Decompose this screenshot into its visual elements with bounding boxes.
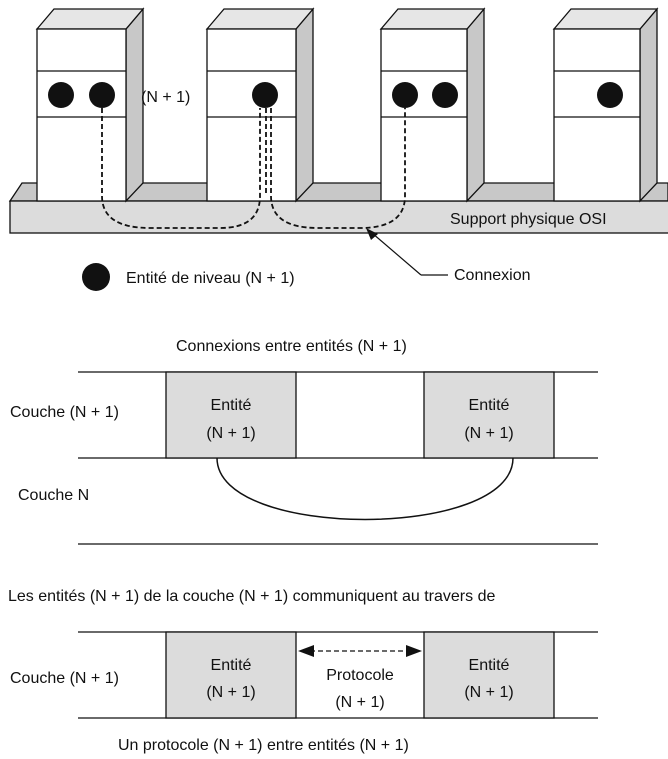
tower-3-entity-b xyxy=(432,82,458,108)
tower-2-front xyxy=(206,28,297,202)
system-tower-4 xyxy=(552,7,659,203)
layer-n-plus-1-label: (N + 1) xyxy=(141,89,190,106)
bottom-entity-right-line2: (N + 1) xyxy=(464,684,513,701)
tower-2-side xyxy=(295,7,314,203)
tower-4-front xyxy=(553,28,641,202)
tower-1-entity-b xyxy=(89,82,115,108)
support-label: Support physique OSI xyxy=(450,211,607,228)
tower-3-entity-a xyxy=(392,82,418,108)
connection-path-1 xyxy=(101,108,261,229)
middle-title: Connexions entre entités (N + 1) xyxy=(176,338,407,355)
middle-entity-right-line2: (N + 1) xyxy=(464,425,513,442)
tower-3-top xyxy=(379,8,486,30)
bottom-layer-label: Couche (N + 1) xyxy=(10,670,119,687)
tower-1-top xyxy=(35,8,145,30)
connection-path-2b xyxy=(270,108,406,229)
protocol-label-line1: Protocole xyxy=(326,667,394,684)
legend-entity-label: Entité de niveau (N + 1) xyxy=(126,270,295,287)
tower-4-entity xyxy=(597,82,623,108)
tower-3-front xyxy=(380,28,468,202)
tower-1-front xyxy=(36,28,127,202)
middle-caption: Les entités (N + 1) de la couche (N + 1)… xyxy=(8,588,495,605)
middle-entity-left-line1: Entité xyxy=(211,397,252,414)
bottom-entity-left-line2: (N + 1) xyxy=(206,684,255,701)
legend-entity-dot xyxy=(82,263,110,291)
middle-connection-arc xyxy=(216,457,514,521)
physical-support: Support physique OSI xyxy=(8,182,668,234)
bottom-caption: Un protocole (N + 1) entre entités (N + … xyxy=(118,737,409,754)
middle-layer-upper-label: Couche (N + 1) xyxy=(10,404,119,421)
protocol-arrowhead-right xyxy=(406,645,422,657)
connection-label: Connexion xyxy=(454,267,531,284)
bottom-entity-right-box xyxy=(423,631,555,719)
tower-2-entity xyxy=(252,82,278,108)
tower-1-entity-a xyxy=(48,82,74,108)
protocol-arrowhead-left xyxy=(298,645,314,657)
bottom-entity-left-line1: Entité xyxy=(211,657,252,674)
tower-3-side xyxy=(466,7,485,203)
middle-entity-right-box xyxy=(423,371,555,459)
middle-entity-left-box xyxy=(165,371,297,459)
bottom-entity-left-box xyxy=(165,631,297,719)
bottom-entity-right-line1: Entité xyxy=(469,657,510,674)
connection-callout-leader xyxy=(371,232,422,276)
protocol-label-line2: (N + 1) xyxy=(335,694,384,711)
connection-callout-arrowhead xyxy=(366,228,378,240)
connections xyxy=(101,108,406,229)
middle-entity-left-line2: (N + 1) xyxy=(206,425,255,442)
middle-entity-right-line1: Entité xyxy=(469,397,510,414)
tower-4-side xyxy=(639,7,658,203)
tower-2-top xyxy=(205,8,315,30)
system-tower-2 xyxy=(205,7,315,203)
middle-layer-lower-label: Couche N xyxy=(18,487,89,504)
system-tower-3 xyxy=(379,7,486,203)
support-front-face xyxy=(9,200,668,234)
system-tower-1 xyxy=(35,7,145,203)
tower-4-top xyxy=(552,8,659,30)
